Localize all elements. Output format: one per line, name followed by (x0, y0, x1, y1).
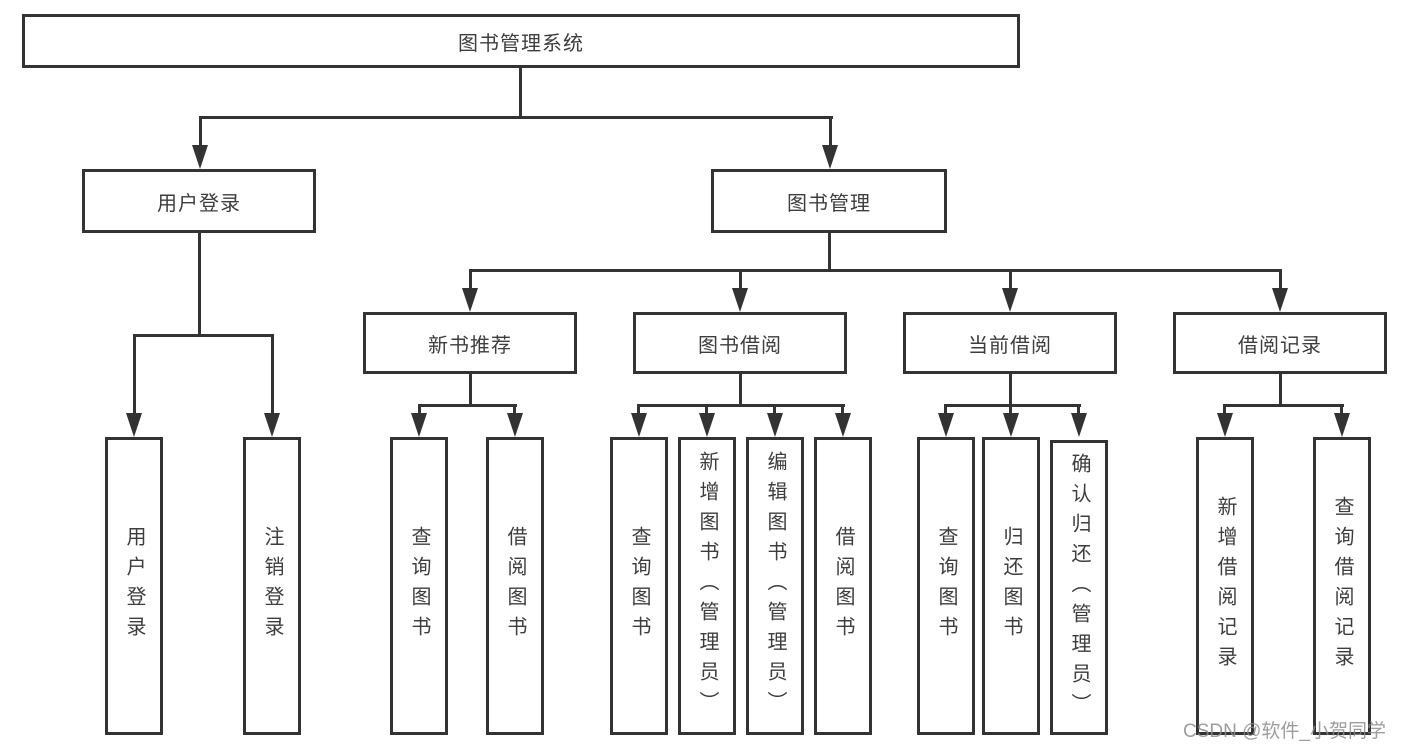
arrowhead-icon (462, 288, 478, 312)
leaf-add-book-admin: 新增图书（管理员） (678, 437, 736, 735)
connector-line (1223, 404, 1344, 407)
connector-line (198, 233, 201, 337)
arrowhead-icon (1003, 413, 1019, 437)
connector-line (944, 404, 1081, 407)
leaf-borrow-books: 借阅图书 (486, 437, 544, 735)
arrowhead-icon (699, 413, 715, 437)
connector-line (705, 404, 708, 418)
arrowhead-icon (1334, 413, 1350, 437)
connector-line (418, 404, 517, 407)
connector-line (637, 404, 640, 418)
connector-line (739, 269, 742, 294)
connector-line (513, 404, 516, 418)
arrowhead-icon (126, 413, 142, 437)
arrowhead-icon (1272, 288, 1288, 312)
connector-line (829, 116, 832, 149)
node-borrowing-records: 借阅记录 (1173, 312, 1387, 374)
node-current-borrowing: 当前借阅 (903, 312, 1117, 374)
arrowhead-icon (264, 413, 280, 437)
leaf-add-borrow-record: 新增借阅记录 (1196, 437, 1254, 735)
connector-line (1009, 269, 1012, 294)
connector-line (133, 334, 274, 337)
connector-line (828, 233, 831, 272)
connector-line (1340, 404, 1343, 418)
connector-line (944, 404, 947, 418)
connector-line (1009, 404, 1012, 418)
arrowhead-icon (411, 413, 427, 437)
leaf-query-borrow-record: 查询借阅记录 (1313, 437, 1371, 735)
connector-line (418, 404, 421, 418)
connector-line (1009, 374, 1012, 407)
leaf-query-books: 查询图书 (917, 437, 975, 735)
arrowhead-icon (835, 413, 851, 437)
connector-line (841, 404, 844, 418)
connector-line (271, 334, 274, 417)
arrowhead-icon (631, 413, 647, 437)
arrowhead-icon (507, 413, 523, 437)
node-user-login: 用户登录 (82, 169, 316, 233)
connector-line (1077, 404, 1080, 418)
connector-line (519, 68, 522, 118)
node-new-book-recommendation: 新书推荐 (363, 312, 577, 374)
connector-line (773, 404, 776, 418)
connector-line (199, 116, 202, 149)
leaf-confirm-return-admin: 确认归还（管理员） (1050, 440, 1108, 735)
leaf-return-book: 归还图书 (982, 437, 1040, 735)
arrowhead-icon (732, 288, 748, 312)
connector-line (199, 116, 833, 119)
arrowhead-icon (1071, 413, 1087, 437)
node-library-management-system: 图书管理系统 (22, 14, 1020, 68)
connector-line (1279, 269, 1282, 294)
connector-line (637, 404, 845, 407)
leaf-user-login: 用户登录 (105, 437, 163, 735)
arrowhead-icon (822, 145, 838, 169)
connector-line (1223, 404, 1226, 418)
connector-line (469, 269, 1282, 272)
arrowhead-icon (1002, 288, 1018, 312)
connector-line (469, 374, 472, 407)
node-book-borrowing: 图书借阅 (633, 312, 847, 374)
connector-line (133, 334, 136, 417)
watermark: CSDN @软件_小贺同学 (1183, 721, 1386, 742)
leaf-query-books: 查询图书 (390, 437, 448, 735)
arrowhead-icon (192, 145, 208, 169)
leaf-logout: 注销登录 (243, 437, 301, 735)
connector-line (739, 374, 742, 407)
arrowhead-icon (767, 413, 783, 437)
leaf-query-books: 查询图书 (610, 437, 668, 735)
arrowhead-icon (1217, 413, 1233, 437)
arrowhead-icon (938, 413, 954, 437)
leaf-edit-book-admin: 编辑图书（管理员） (746, 437, 804, 735)
leaf-borrow-books: 借阅图书 (814, 437, 872, 735)
connector-line (469, 269, 472, 294)
node-book-management: 图书管理 (711, 169, 947, 233)
connector-line (1279, 374, 1282, 407)
